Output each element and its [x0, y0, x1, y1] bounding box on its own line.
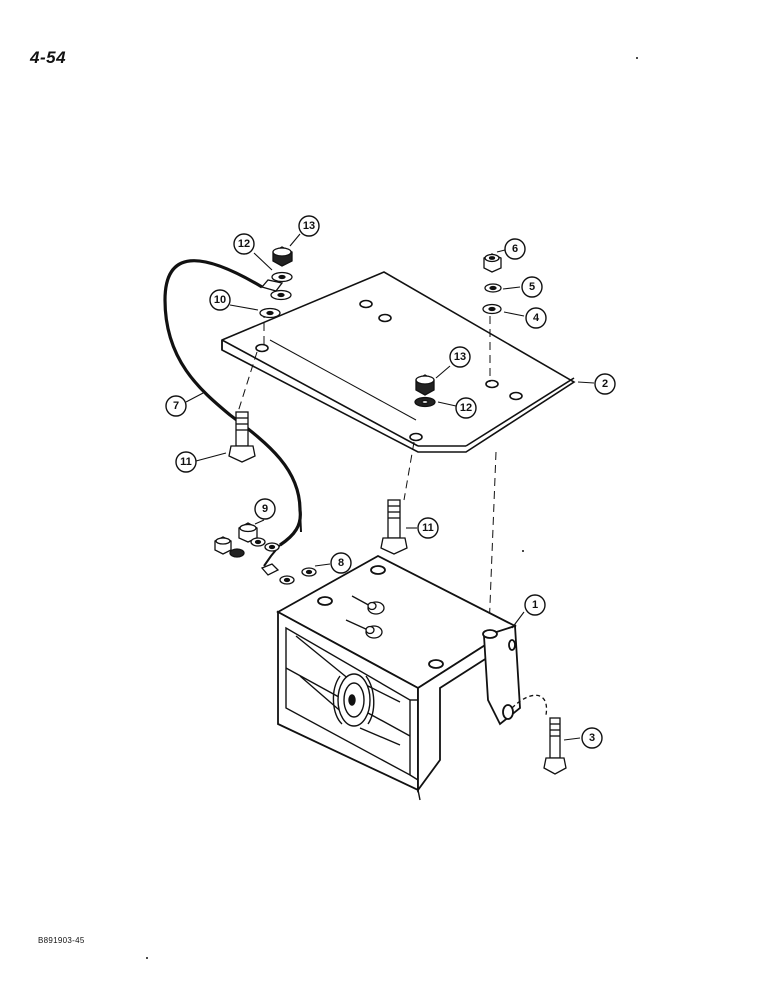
- callout-11-center: 11: [417, 517, 439, 539]
- callout-13-upper: 13: [298, 215, 320, 237]
- callout-12-upper: 12: [233, 233, 255, 255]
- callout-5-label: 5: [529, 281, 535, 293]
- left-nuts-washers: [214, 522, 317, 585]
- callout-3-label: 3: [589, 732, 595, 744]
- housing-front-detail: [285, 626, 421, 801]
- callout-1-label: 1: [532, 599, 538, 611]
- callout-6: 6: [504, 238, 526, 260]
- callout-6-label: 6: [512, 243, 518, 255]
- leader-lines: [185, 233, 595, 741]
- callout-5: 5: [521, 276, 543, 298]
- plate-center-hardware: [414, 374, 436, 408]
- document-code: B891903-45: [38, 936, 85, 945]
- callout-7: 7: [165, 395, 187, 417]
- mounting-plate: [221, 271, 576, 453]
- upper-left-hardware: [259, 246, 293, 319]
- speck-dot: [636, 57, 638, 59]
- callout-4-label: 4: [533, 312, 540, 324]
- callout-1: 1: [524, 594, 546, 616]
- callout-11-center-label: 11: [422, 522, 434, 534]
- callout-7-label: 7: [173, 400, 179, 412]
- callout-10-label: 10: [214, 294, 226, 306]
- callout-8: 8: [330, 552, 352, 574]
- callout-13-center: 13: [449, 346, 471, 368]
- callout-12-center-label: 12: [460, 402, 472, 414]
- callout-8-label: 8: [338, 557, 344, 569]
- mounting-bolt-lower: [511, 694, 567, 775]
- housing-terminals: [345, 595, 385, 639]
- callout-13-upper-label: 13: [303, 220, 315, 232]
- callout-2: 2: [594, 373, 616, 395]
- speck-dot: [522, 550, 524, 552]
- callout-13-center-label: 13: [454, 351, 466, 363]
- callout-12-upper-label: 12: [238, 238, 250, 250]
- speck-dot: [146, 957, 148, 959]
- callout-11-left-label: 11: [180, 456, 192, 468]
- bolt-center: [380, 499, 408, 555]
- callout-2-label: 2: [602, 378, 608, 390]
- callout-12-center: 12: [455, 397, 477, 419]
- callout-11-left: 11: [175, 451, 197, 473]
- callout-4: 4: [525, 307, 547, 329]
- ground-cable: [163, 259, 302, 567]
- callout-3: 3: [581, 727, 603, 749]
- page-number: 4-54: [30, 48, 67, 67]
- callout-9-label: 9: [262, 503, 268, 515]
- bolt-left: [228, 411, 256, 463]
- callout-9: 9: [254, 498, 276, 520]
- plate-right-hardware: [482, 253, 502, 315]
- callout-10: 10: [209, 289, 231, 311]
- alarm-bracket-housing: [276, 554, 521, 793]
